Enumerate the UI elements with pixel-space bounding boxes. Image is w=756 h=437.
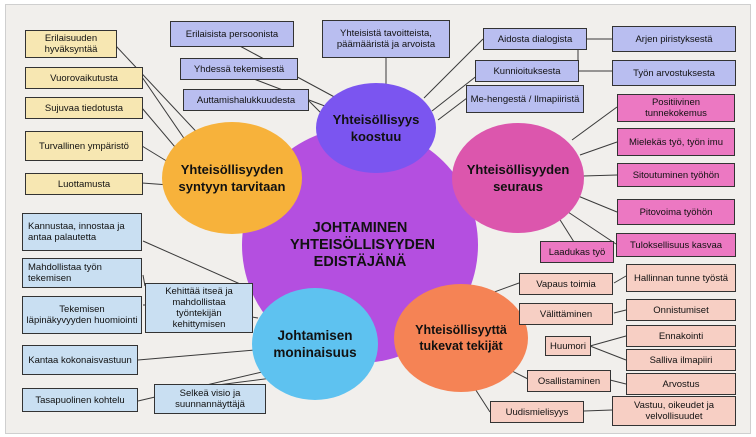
box-vuorovaikutusta: Vuorovaikutusta (25, 67, 143, 89)
circle-seuraus: Yhteisöllisyyden seuraus (452, 123, 584, 233)
box-osallistaminen: Osallistaminen (527, 370, 611, 392)
box-dialogista: Aidosta dialogista (483, 28, 587, 50)
box-tuloksellisuus: Tuloksellisuus kasvaa (616, 233, 736, 257)
box-selkea: Selkeä visio ja suunnannäyttäjä (154, 384, 266, 414)
box-mehenki: Me-hengestä / Ilmapiiristä (466, 85, 584, 113)
box-mahdollistaa: Mahdollistaa työn tekemisen (22, 258, 142, 288)
box-tasapuolinen: Tasapuolinen kohtelu (22, 388, 138, 412)
box-luottamusta: Luottamusta (25, 173, 143, 195)
box-sitoutuminen: Sitoutuminen työhön (617, 163, 735, 187)
box-arjen: Arjen piristyksestä (612, 26, 736, 52)
box-positiivinen: Positiivinen tunnekokemus (617, 94, 735, 122)
box-kokonais: Kantaa kokonaisvastuun (22, 345, 138, 375)
circle-moninaisuus-label: Johtamisen moninaisuus (273, 328, 357, 360)
box-uudismielisyys: Uudismielisyys (490, 401, 584, 423)
box-pitovoima: Pitovoima työhön (617, 199, 735, 225)
box-tyon-arvostus: Työn arvostuksesta (612, 60, 736, 86)
box-tavoitteista: Yhteisistä tavoitteista, päämääristä ja … (322, 20, 450, 58)
box-tekemisesta: Yhdessä tekemisestä (180, 58, 298, 80)
box-auttamis: Auttamishalukkuudesta (183, 89, 309, 111)
box-huumori: Huumori (545, 336, 591, 356)
center-title: JOHTAMINEN YHTEISÖLLISYYDEN EDISTÄJÄNÄ (290, 219, 436, 270)
box-sujuvaa: Sujuvaa tiedotusta (25, 97, 143, 119)
box-kunnioituksesta: Kunnioituksesta (475, 60, 579, 82)
box-onnistumiset: Onnistumiset (626, 299, 736, 321)
circle-seuraus-label: Yhteisöllisyyden seuraus (466, 162, 570, 194)
box-salliva: Salliva ilmapiiri (626, 349, 736, 371)
box-valittaminen: Välittäminen (519, 303, 613, 325)
circle-tukevat: Yhteisöllisyyttä tukevat tekijät (394, 284, 528, 392)
box-vapaus: Vapaus toimia (519, 273, 613, 295)
box-vastuu: Vastuu, oikeudet ja velvollisuudet (612, 396, 736, 426)
box-arvostus: Arvostus (626, 373, 736, 395)
box-hallinnan: Hallinnan tunne työstä (626, 264, 736, 292)
circle-koostuu: Yhteisöllisyys koostuu (316, 83, 436, 173)
circle-tarvitaan: Yhteisöllisyyden syntyyn tarvitaan (162, 122, 302, 234)
circle-moninaisuus: Johtamisen moninaisuus (252, 288, 378, 400)
box-erilaisuuden: Erilaisuuden hyväksyntää (25, 30, 117, 58)
box-turvallinen: Turvallinen ympäristö (25, 131, 143, 161)
circle-koostuu-label: Yhteisöllisyys koostuu (332, 112, 420, 144)
box-ennakointi: Ennakointi (626, 325, 736, 347)
box-lapinakyvyys: Tekemisen läpinäkyvyyden huomiointi (22, 296, 142, 334)
box-persoonista: Erilaisista persoonista (170, 21, 294, 47)
box-kannustaa: Kannustaa, innostaa ja antaa palautetta (22, 213, 142, 251)
box-laadukas: Laadukas työ (540, 241, 614, 263)
circle-tukevat-label: Yhteisöllisyyttä tukevat tekijät (415, 323, 507, 353)
circle-tarvitaan-label: Yhteisöllisyyden syntyyn tarvitaan (178, 162, 286, 194)
box-mielekas: Mielekäs työ, työn imu (617, 128, 735, 156)
box-kehittaa: Kehittää itseä ja mahdollistaa työntekij… (145, 283, 253, 333)
